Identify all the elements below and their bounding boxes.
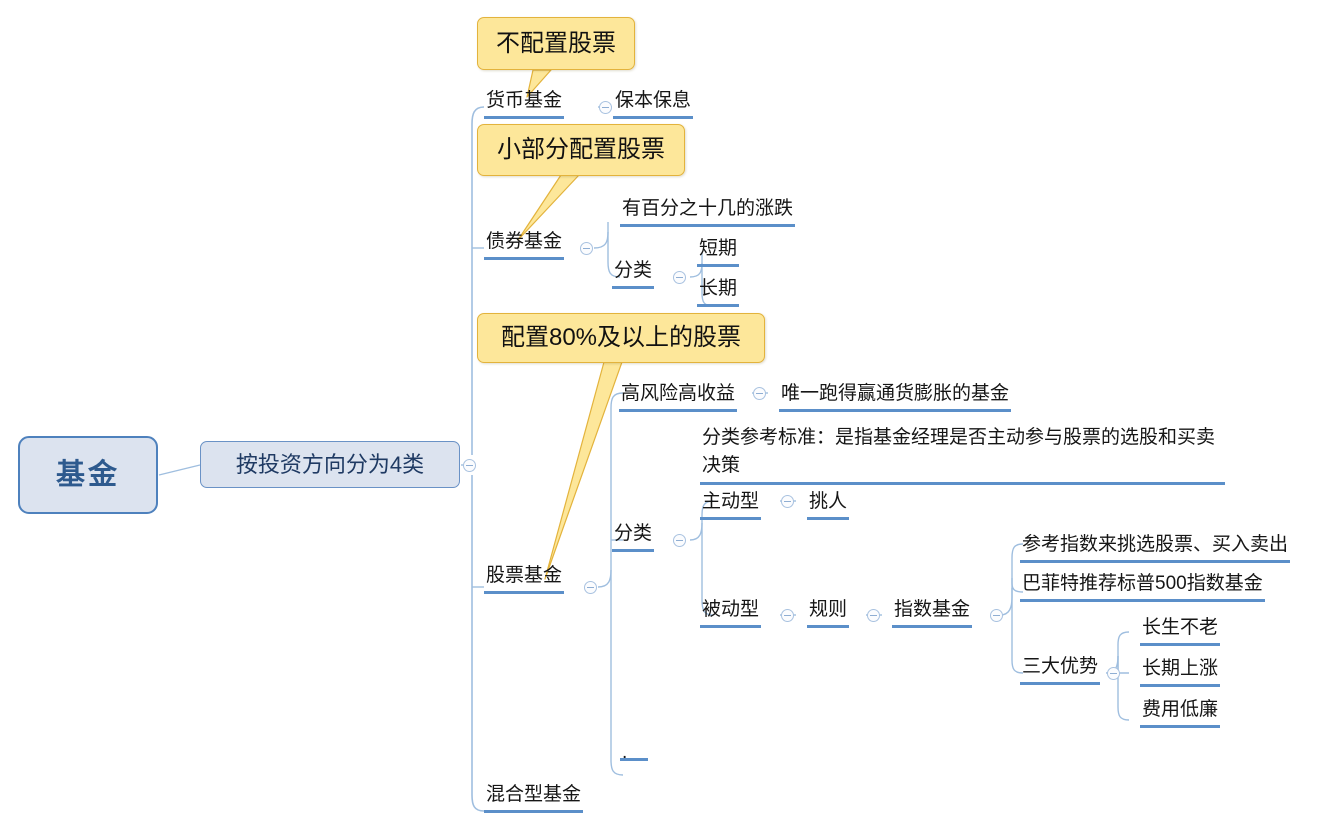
callout-80-percent-stock: 配置80%及以上的股票 — [477, 313, 765, 363]
topic-advantage-long-rise[interactable]: 长期上涨 — [1140, 656, 1221, 687]
collapse-icon-passive-rule[interactable] — [867, 609, 880, 622]
root-node[interactable]: 基金 — [18, 436, 158, 514]
topic-passive-type[interactable]: 被动型 — [700, 597, 762, 628]
collapse-icon-stock-category[interactable] — [673, 534, 686, 547]
topic-mixed-fund[interactable]: 混合型基金 — [484, 782, 584, 813]
callout-small-stock: 小部分配置股票 — [477, 124, 685, 176]
topic-advantage-low-fee[interactable]: 费用低廉 — [1140, 697, 1221, 728]
topic-index-fund[interactable]: 指数基金 — [892, 597, 973, 628]
collapse-icon-bond-fund[interactable] — [580, 242, 593, 255]
collapse-icon-active-type[interactable] — [781, 495, 794, 508]
topic-index-reference[interactable]: 参考指数来挑选股票、买入卖出 — [1020, 532, 1291, 563]
topic-three-advantages[interactable]: 三大优势 — [1020, 654, 1101, 685]
level1-node-label: 按投资方向分为4类 — [235, 451, 425, 477]
level1-node[interactable]: 按投资方向分为4类 — [200, 441, 460, 488]
collapse-icon-money-fund[interactable] — [599, 101, 612, 114]
collapse-icon-three-advantages[interactable] — [1107, 667, 1120, 680]
topic-money-fund[interactable]: 货币基金 — [484, 88, 565, 119]
collapse-icon-stock-fund[interactable] — [584, 581, 597, 594]
topic-stock-empty-node[interactable]: . — [620, 743, 648, 762]
root-node-label: 基金 — [55, 458, 120, 491]
callout-no-stock: 不配置股票 — [477, 17, 635, 70]
topic-buffett-sp500[interactable]: 巴菲特推荐标普500指数基金 — [1020, 571, 1265, 602]
topic-active-type[interactable]: 主动型 — [700, 489, 762, 520]
topic-high-risk-high-return[interactable]: 高风险高收益 — [619, 381, 738, 412]
topic-active-pick-people[interactable]: 挑人 — [807, 489, 850, 520]
callout-no-stock-label: 不配置股票 — [496, 29, 616, 57]
topic-advantage-immortal[interactable]: 长生不老 — [1140, 615, 1221, 646]
collapse-icon-bond-category[interactable] — [673, 271, 686, 284]
callout-small-stock-label: 小部分配置股票 — [497, 136, 665, 163]
topic-stock-fund[interactable]: 股票基金 — [484, 563, 565, 594]
collapse-icon-index-fund[interactable] — [990, 609, 1003, 622]
collapse-icon-high-risk[interactable] — [753, 387, 766, 400]
collapse-icon-passive-type[interactable] — [781, 609, 794, 622]
topic-bond-long-term[interactable]: 长期 — [697, 276, 740, 307]
callout-80-percent-stock-label: 配置80%及以上的股票 — [500, 324, 742, 351]
topic-passive-rule[interactable]: 规则 — [807, 597, 850, 628]
topic-bond-fund[interactable]: 债券基金 — [484, 229, 565, 260]
topic-money-fund-guarantee[interactable]: 保本保息 — [613, 88, 694, 119]
topic-bond-short-term[interactable]: 短期 — [697, 236, 740, 267]
topic-beats-inflation[interactable]: 唯一跑得赢通货膨胀的基金 — [779, 381, 1012, 412]
topic-bond-category[interactable]: 分类 — [612, 258, 655, 289]
topic-bond-fluctuation[interactable]: 有百分之十几的涨跌 — [620, 196, 796, 227]
collapse-icon-level1[interactable] — [463, 459, 476, 472]
topic-stock-category[interactable]: 分类 — [612, 521, 655, 552]
topic-classification-standard-note[interactable]: 分类参考标准：是指基金经理是否主动参与股票的选股和买卖决策 — [700, 424, 1225, 485]
